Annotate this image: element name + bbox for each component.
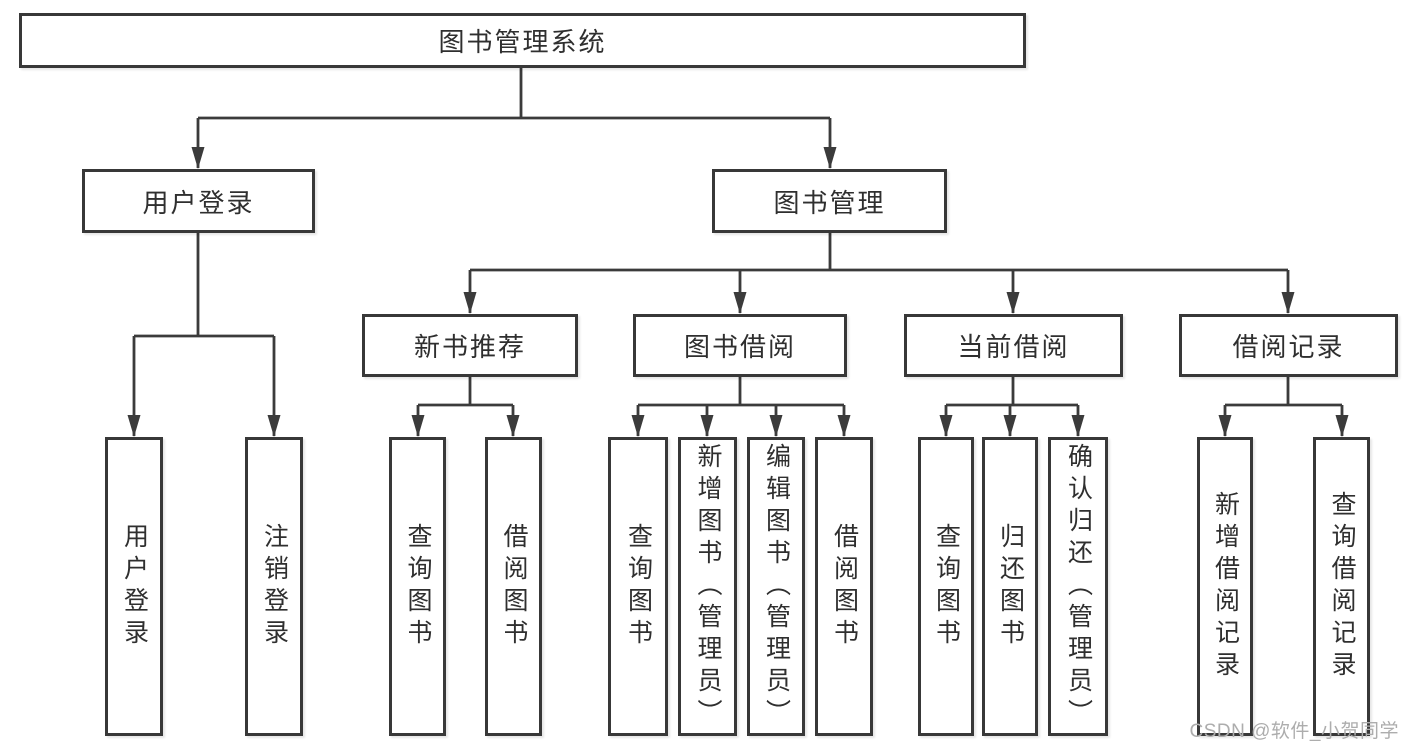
leaf-label: 确认归还（管理员） [1064, 442, 1093, 731]
node-current-borrowing: 当前借阅 [904, 314, 1123, 377]
leaf-nbr-borrow-books: 借阅图书 [485, 437, 542, 736]
leaf-label: 查询借阅记录 [1328, 490, 1356, 683]
leaf-bb-add-books-admin: 新增图书（管理员） [678, 437, 737, 736]
node-borrowing-records: 借阅记录 [1179, 314, 1398, 377]
leaf-label: 借阅图书 [500, 522, 528, 651]
leaf-bb-query-books: 查询图书 [608, 437, 668, 736]
leaf-logout: 注销登录 [245, 437, 303, 736]
leaf-cb-query-books: 查询图书 [918, 437, 974, 736]
leaf-label: 查询图书 [624, 522, 653, 651]
leaf-label: 查询图书 [932, 522, 961, 651]
leaf-label: 借阅图书 [830, 522, 859, 651]
leaf-user-login: 用户登录 [105, 437, 163, 736]
leaf-cb-confirm-return-admin: 确认归还（管理员） [1048, 437, 1108, 736]
node-user-login: 用户登录 [82, 169, 315, 233]
leaf-label: 新增图书（管理员） [694, 442, 722, 731]
leaf-label: 注销登录 [260, 522, 289, 651]
leaf-bb-edit-books-admin: 编辑图书（管理员） [747, 437, 805, 736]
leaf-label: 新增借阅记录 [1211, 490, 1240, 683]
node-book-borrowing: 图书借阅 [633, 314, 847, 377]
leaf-label: 归还图书 [996, 522, 1025, 651]
leaf-br-add-record: 新增借阅记录 [1197, 437, 1253, 736]
leaf-bb-borrow-books: 借阅图书 [815, 437, 873, 736]
node-root-library-system: 图书管理系统 [19, 13, 1026, 68]
leaf-label: 用户登录 [120, 522, 149, 651]
leaf-label: 查询图书 [404, 522, 432, 651]
node-new-book-recommendation: 新书推荐 [362, 314, 578, 377]
leaf-cb-return-books: 归还图书 [982, 437, 1038, 736]
node-book-management: 图书管理 [712, 169, 947, 233]
leaf-nbr-query-books: 查询图书 [389, 437, 446, 736]
leaf-label: 编辑图书（管理员） [762, 442, 791, 731]
csdn-watermark: CSDN @软件_小贺同学 [1189, 721, 1399, 742]
leaf-br-query-record: 查询借阅记录 [1313, 437, 1370, 736]
